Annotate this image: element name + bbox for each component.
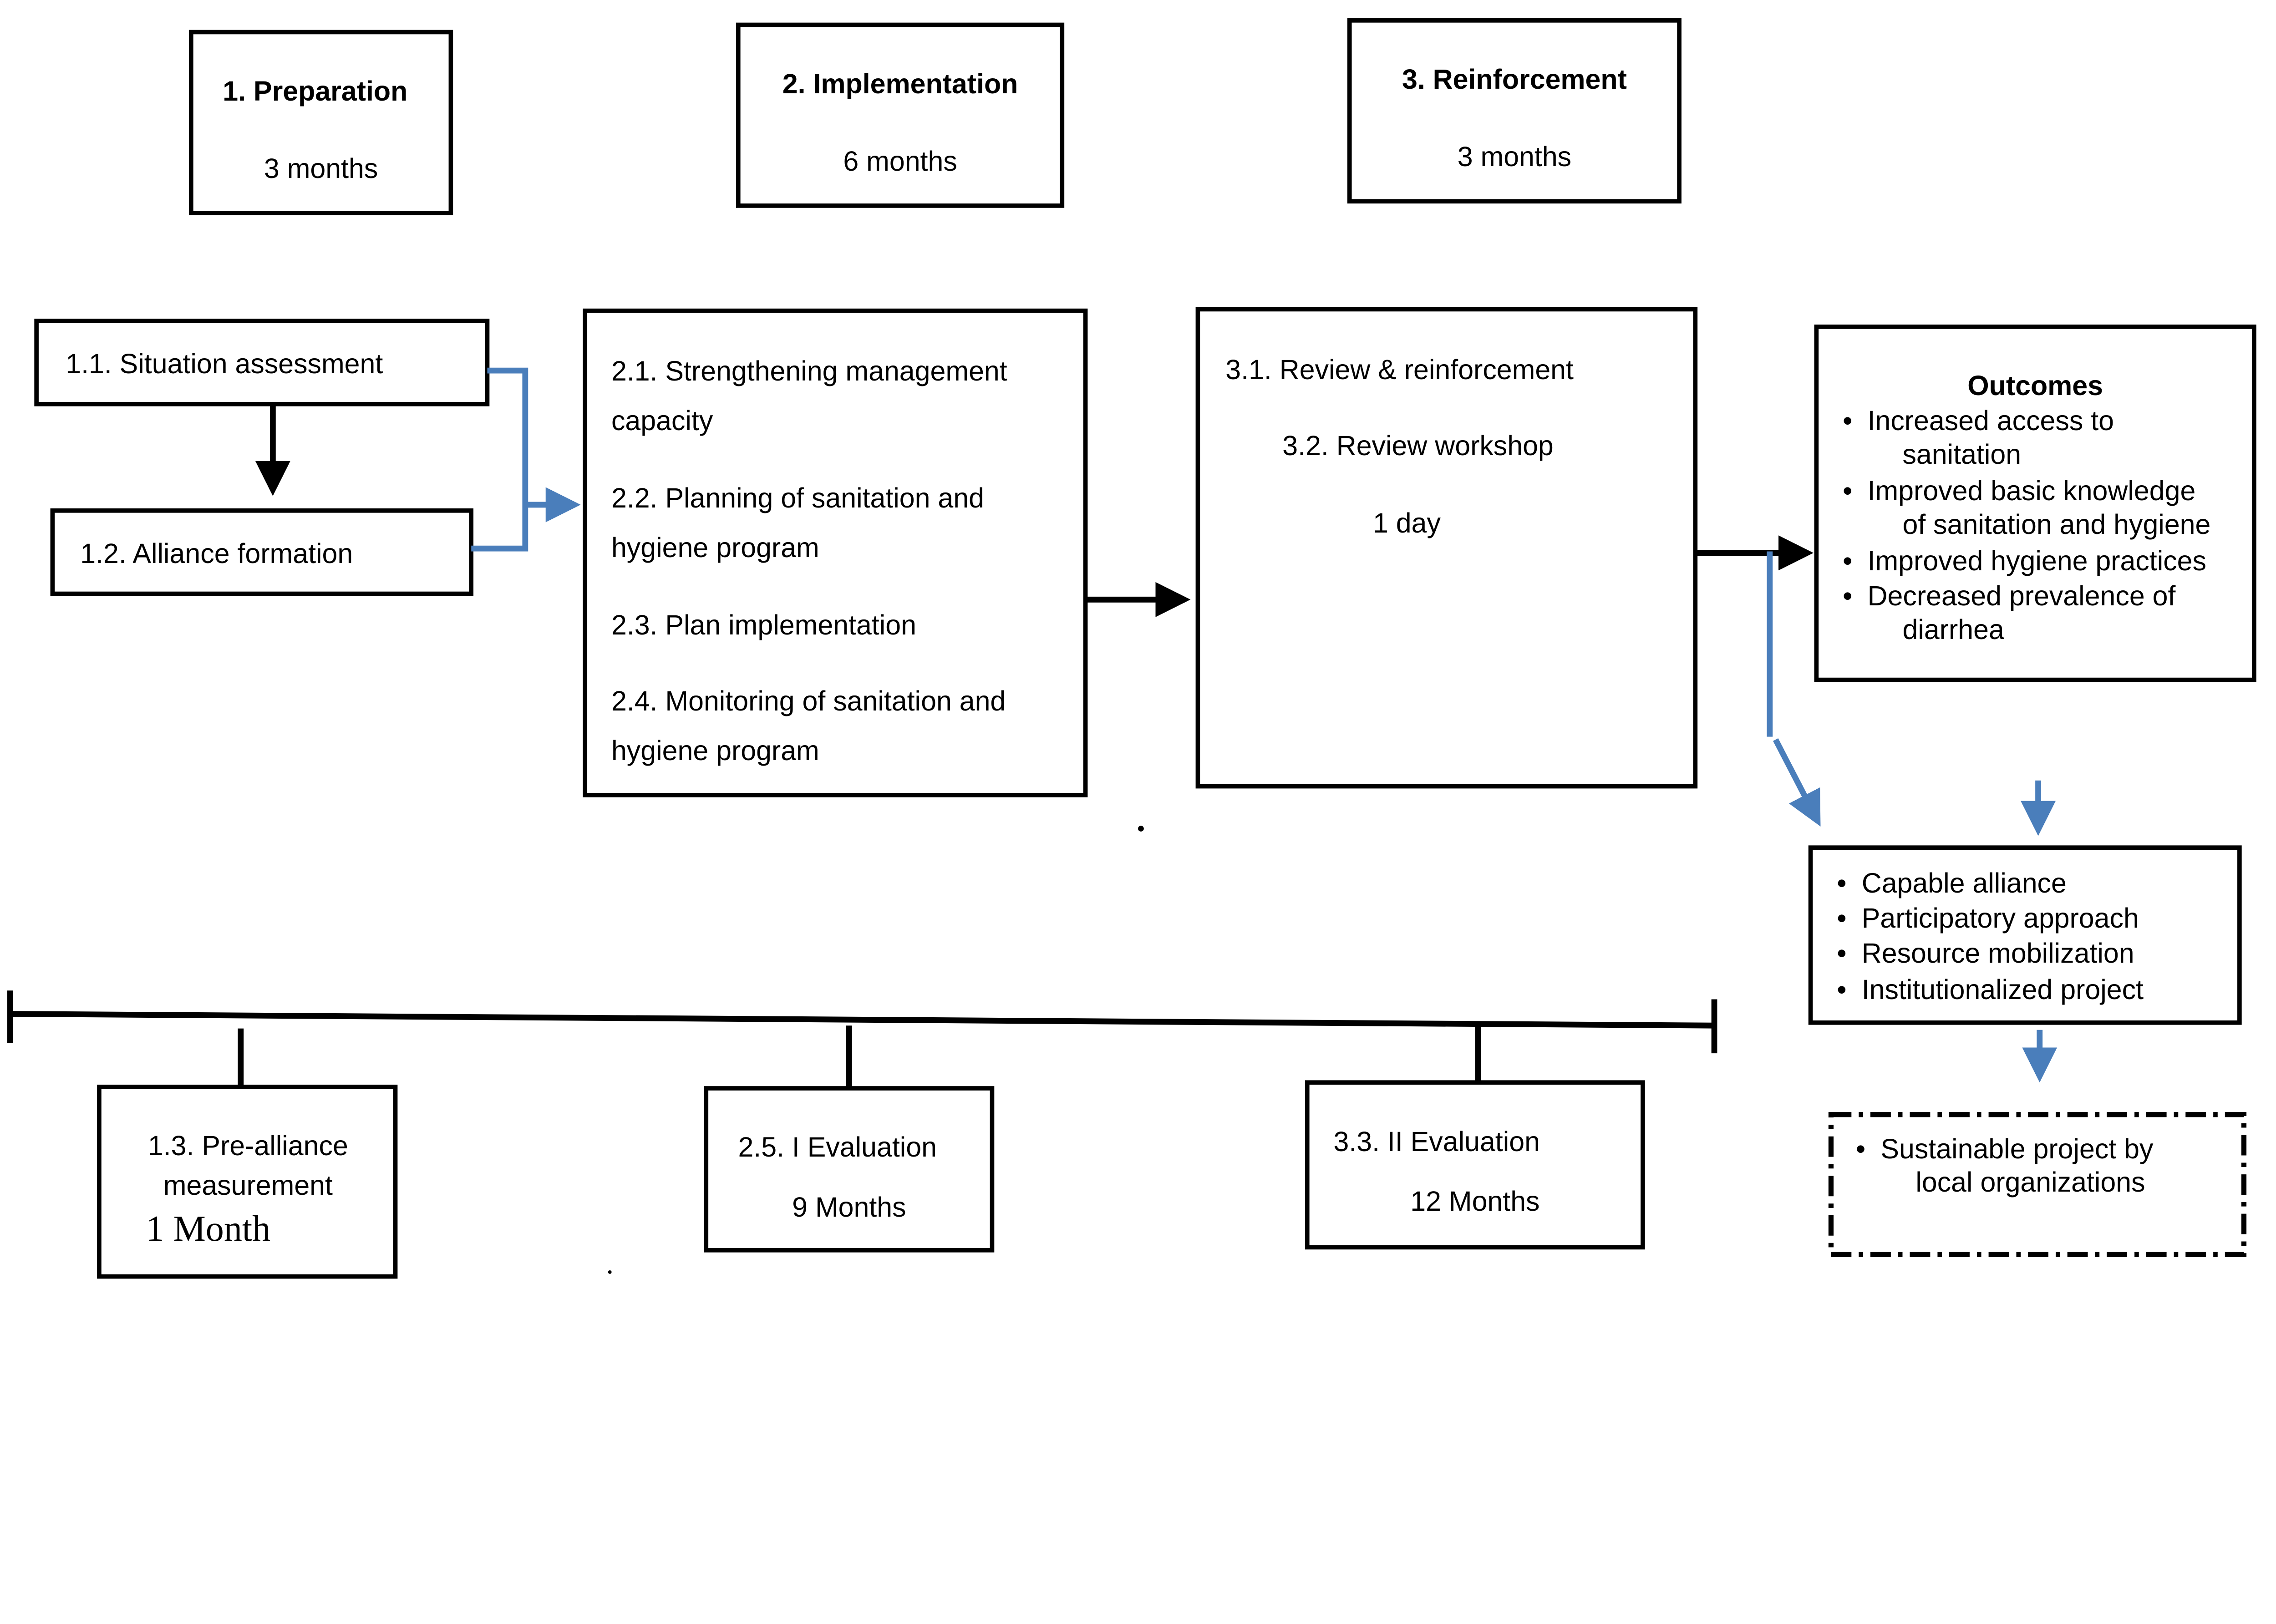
phase-title: 2. Implementation — [782, 68, 1018, 99]
evaluation-title: measurement — [163, 1169, 333, 1201]
outcomes-box — [1814, 325, 2256, 682]
sustainability-factors-box — [1808, 845, 2242, 1025]
outcome-text: Decreased prevalence of — [1867, 580, 2176, 611]
activity-text: hygiene program — [611, 532, 819, 563]
first-evaluation-box — [704, 1086, 995, 1253]
final-outcome-text: local organizations — [1915, 1167, 2145, 1198]
activity-text: 2.2. Planning of sanitation and — [611, 482, 984, 514]
outcome-text: of sanitation and hygiene — [1902, 508, 2211, 540]
situation-assessment-box — [34, 319, 490, 406]
factor-text: Participatory approach — [1861, 903, 2139, 934]
evaluation-title: 3.3. II Evaluation — [1333, 1126, 1540, 1157]
phase-duration: 3 months — [264, 152, 378, 184]
phase-title: 1. Preparation — [223, 75, 408, 107]
outcome-text: Improved basic knowledge — [1867, 475, 2196, 507]
evaluation-duration: 1 Month — [146, 1209, 271, 1249]
outcomes-title: Outcomes — [1967, 370, 2103, 401]
outcome-text: diarrhea — [1902, 614, 2004, 645]
situation-assessment-label: 1.1. Situation assessment — [66, 348, 383, 380]
final-outcome-text: Sustainable project by — [1880, 1133, 2154, 1164]
timeline — [7, 990, 1717, 1089]
bullet: • — [1837, 868, 1847, 899]
phase-reinforcement-box — [1347, 18, 1682, 204]
evaluation-duration: 12 Months — [1410, 1185, 1540, 1217]
factor-text: Institutionalized project — [1861, 974, 2144, 1005]
phase-implementation-box — [736, 22, 1065, 208]
flow-diagram-shapes — [7, 18, 2256, 1279]
phase-title: 3. Reinforcement — [1402, 64, 1627, 95]
arrow-diagonal-blue — [1773, 738, 1821, 827]
evaluation-title: 1.3. Pre-alliance — [147, 1130, 348, 1162]
alliance-formation-box — [50, 508, 474, 596]
bullet: • — [1837, 938, 1847, 969]
activity-duration: 1 day — [1373, 507, 1441, 538]
phase-duration: 6 months — [843, 145, 957, 177]
outcome-text: Improved hygiene practices — [1867, 545, 2206, 576]
reinforcement-activities-box — [1195, 307, 1698, 789]
pre-alliance-measurement-box — [97, 1085, 398, 1279]
phase-duration: 3 months — [1457, 141, 1572, 173]
bullet: • — [1855, 1133, 1866, 1164]
activity-text: 2.4. Monitoring of sanitation and — [611, 685, 1006, 716]
bullet: • — [1843, 475, 1853, 507]
evaluation-title: 2.5. I Evaluation — [738, 1132, 937, 1163]
activity-text: capacity — [611, 405, 713, 436]
bullet: • — [1843, 405, 1853, 436]
alliance-formation-label: 1.2. Alliance formation — [80, 538, 353, 569]
bullet: • — [1837, 903, 1847, 934]
activity-text: 2.3. Plan implementation — [611, 609, 916, 640]
second-evaluation-box — [1305, 1080, 1645, 1250]
bullet: • — [1837, 974, 1847, 1005]
stray-dot — [608, 1270, 612, 1274]
sustainable-project-box — [1828, 1112, 2247, 1258]
diagram: 1. Preparation 3 months 2. Implementatio… — [7, 18, 2256, 1279]
bullet: • — [1843, 545, 1853, 576]
phase-preparation-box — [189, 30, 453, 215]
activity-text: 2.1. Strengthening management — [611, 355, 1007, 387]
stray-dot — [1138, 826, 1144, 832]
implementation-activities-box — [583, 308, 1088, 797]
bullet: • — [1843, 580, 1853, 611]
bracket-connector — [471, 367, 528, 552]
factor-text: Capable alliance — [1861, 868, 2067, 899]
evaluation-duration: 9 Months — [792, 1191, 906, 1223]
outcome-text: Increased access to — [1867, 405, 2114, 436]
activity-text: hygiene program — [611, 735, 819, 766]
activity-text: 3.2. Review workshop — [1282, 430, 1554, 461]
activity-text: 3.1. Review & reinforcement — [1225, 354, 1574, 386]
outcome-text: sanitation — [1902, 438, 2022, 470]
factor-text: Resource mobilization — [1861, 938, 2134, 969]
